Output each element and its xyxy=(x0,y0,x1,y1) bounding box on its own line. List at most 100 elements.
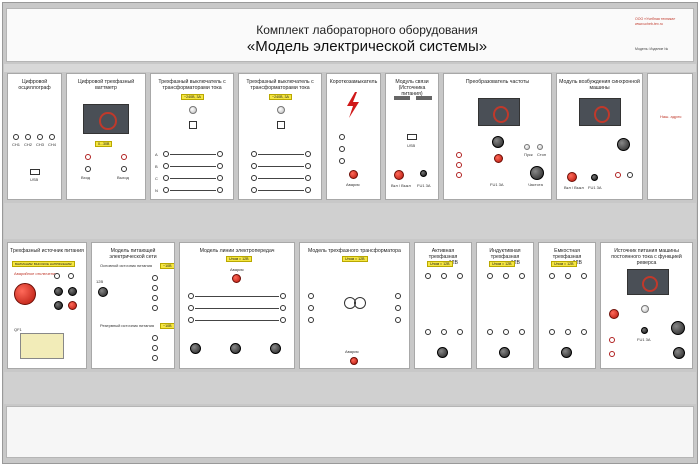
input-socket[interactable] xyxy=(163,151,169,157)
load-socket[interactable] xyxy=(581,329,587,335)
reverse-knob[interactable] xyxy=(673,347,685,359)
armature-socket[interactable] xyxy=(609,351,615,357)
output-socket[interactable] xyxy=(152,345,158,351)
load-socket[interactable] xyxy=(549,329,555,335)
output-socket[interactable] xyxy=(152,275,158,281)
output-socket[interactable] xyxy=(456,162,462,168)
input-socket[interactable] xyxy=(308,293,314,299)
fuse-holder[interactable] xyxy=(641,327,648,334)
output-socket[interactable] xyxy=(121,154,127,160)
load-socket[interactable] xyxy=(519,329,525,335)
output-socket[interactable] xyxy=(280,305,286,311)
input-socket[interactable] xyxy=(163,175,169,181)
phase-socket[interactable] xyxy=(339,146,345,152)
output-socket[interactable] xyxy=(305,151,311,157)
output-socket[interactable] xyxy=(305,175,311,181)
load-socket[interactable] xyxy=(457,273,463,279)
frequency-knob[interactable] xyxy=(530,166,544,180)
load-socket[interactable] xyxy=(503,273,509,279)
load-socket[interactable] xyxy=(581,273,587,279)
load-selector[interactable] xyxy=(561,347,572,358)
ch2-socket[interactable] xyxy=(25,134,31,140)
selector-knob[interactable] xyxy=(492,136,504,148)
power-button[interactable] xyxy=(394,170,404,180)
output-socket[interactable] xyxy=(456,172,462,178)
output-socket[interactable] xyxy=(217,187,223,193)
load-selector[interactable] xyxy=(437,347,448,358)
output-socket[interactable] xyxy=(395,305,401,311)
load-socket[interactable] xyxy=(425,329,431,335)
output-socket[interactable] xyxy=(305,163,311,169)
load-socket[interactable] xyxy=(519,273,525,279)
field-socket[interactable] xyxy=(627,172,633,178)
voltage-knob[interactable] xyxy=(671,321,685,335)
fuse-holder[interactable] xyxy=(591,174,598,181)
phase-socket[interactable] xyxy=(339,134,345,140)
output-socket[interactable] xyxy=(152,295,158,301)
output-socket[interactable] xyxy=(280,293,286,299)
input-socket[interactable] xyxy=(188,305,194,311)
input-socket[interactable] xyxy=(251,175,257,181)
armature-socket[interactable] xyxy=(609,337,615,343)
ch1-socket[interactable] xyxy=(13,134,19,140)
output-socket[interactable] xyxy=(456,152,462,158)
input-socket[interactable] xyxy=(188,293,194,299)
switch-button[interactable] xyxy=(68,287,77,296)
switch-button[interactable] xyxy=(54,301,63,310)
output-socket[interactable] xyxy=(217,175,223,181)
source-selector[interactable] xyxy=(98,287,108,297)
load-socket[interactable] xyxy=(565,273,571,279)
switch-button[interactable] xyxy=(54,287,63,296)
load-selector[interactable] xyxy=(499,347,510,358)
input-socket[interactable] xyxy=(308,305,314,311)
selector-knob[interactable] xyxy=(230,343,241,354)
output-socket[interactable] xyxy=(395,293,401,299)
input-socket[interactable] xyxy=(251,151,257,157)
fuse-holder[interactable] xyxy=(420,170,427,177)
output-socket[interactable] xyxy=(152,305,158,311)
output-socket[interactable] xyxy=(305,187,311,193)
selector-knob[interactable] xyxy=(270,343,281,354)
input-socket[interactable] xyxy=(251,187,257,193)
load-socket[interactable] xyxy=(487,273,493,279)
input-socket[interactable] xyxy=(163,163,169,169)
usb-port-icon[interactable] xyxy=(30,169,40,175)
input-socket[interactable] xyxy=(308,317,314,323)
selector-knob[interactable] xyxy=(190,343,201,354)
output-socket[interactable] xyxy=(152,355,158,361)
output-socket[interactable] xyxy=(217,163,223,169)
converter-button[interactable] xyxy=(494,154,503,163)
output-socket[interactable] xyxy=(395,317,401,323)
power-button[interactable] xyxy=(567,172,577,182)
switch-button[interactable] xyxy=(68,301,77,310)
load-socket[interactable] xyxy=(441,329,447,335)
output-socket[interactable] xyxy=(54,273,60,279)
power-button[interactable] xyxy=(609,309,619,319)
input-socket[interactable] xyxy=(188,317,194,323)
emergency-stop-button[interactable] xyxy=(14,283,36,305)
load-socket[interactable] xyxy=(549,273,555,279)
field-socket[interactable] xyxy=(615,172,621,178)
output-socket[interactable] xyxy=(217,151,223,157)
ch3-socket[interactable] xyxy=(37,134,43,140)
load-socket[interactable] xyxy=(503,329,509,335)
output-socket[interactable] xyxy=(121,166,127,172)
load-socket[interactable] xyxy=(441,273,447,279)
input-socket[interactable] xyxy=(85,166,91,172)
output-socket[interactable] xyxy=(152,285,158,291)
load-socket[interactable] xyxy=(487,329,493,335)
load-socket[interactable] xyxy=(425,273,431,279)
circuit-breaker[interactable] xyxy=(20,333,64,359)
output-socket[interactable] xyxy=(152,335,158,341)
output-socket[interactable] xyxy=(280,317,286,323)
load-socket[interactable] xyxy=(457,329,463,335)
ch4-socket[interactable] xyxy=(49,134,55,140)
voltage-knob[interactable] xyxy=(617,138,630,151)
output-socket[interactable] xyxy=(68,273,74,279)
phase-socket[interactable] xyxy=(339,158,345,164)
load-socket[interactable] xyxy=(565,329,571,335)
input-socket[interactable] xyxy=(85,154,91,160)
input-socket[interactable] xyxy=(251,163,257,169)
usb-port-icon[interactable] xyxy=(407,134,417,140)
input-socket[interactable] xyxy=(163,187,169,193)
